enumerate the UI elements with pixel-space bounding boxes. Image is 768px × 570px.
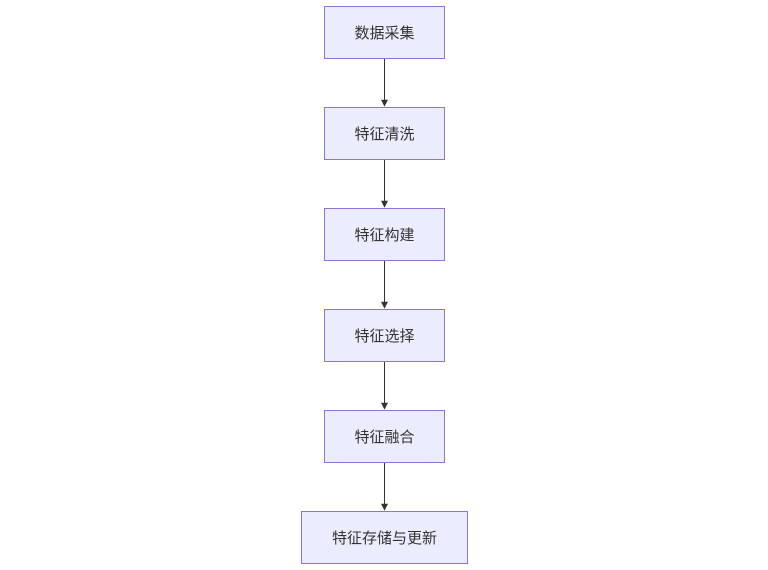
- node-label: 特征构建: [354, 226, 415, 244]
- node-feature-selection: 特征选择: [324, 309, 445, 362]
- node-feature-fusion: 特征融合: [324, 410, 445, 463]
- node-label: 特征清洗: [354, 125, 415, 143]
- node-feature-storage-update: 特征存储与更新: [301, 511, 468, 564]
- node-feature-construction: 特征构建: [324, 208, 445, 261]
- node-label: 特征融合: [354, 428, 415, 446]
- node-label: 特征选择: [354, 327, 415, 345]
- node-label: 数据采集: [354, 24, 415, 42]
- node-data-collection: 数据采集: [324, 6, 445, 59]
- node-feature-cleaning: 特征清洗: [324, 107, 445, 160]
- node-label: 特征存储与更新: [331, 529, 437, 547]
